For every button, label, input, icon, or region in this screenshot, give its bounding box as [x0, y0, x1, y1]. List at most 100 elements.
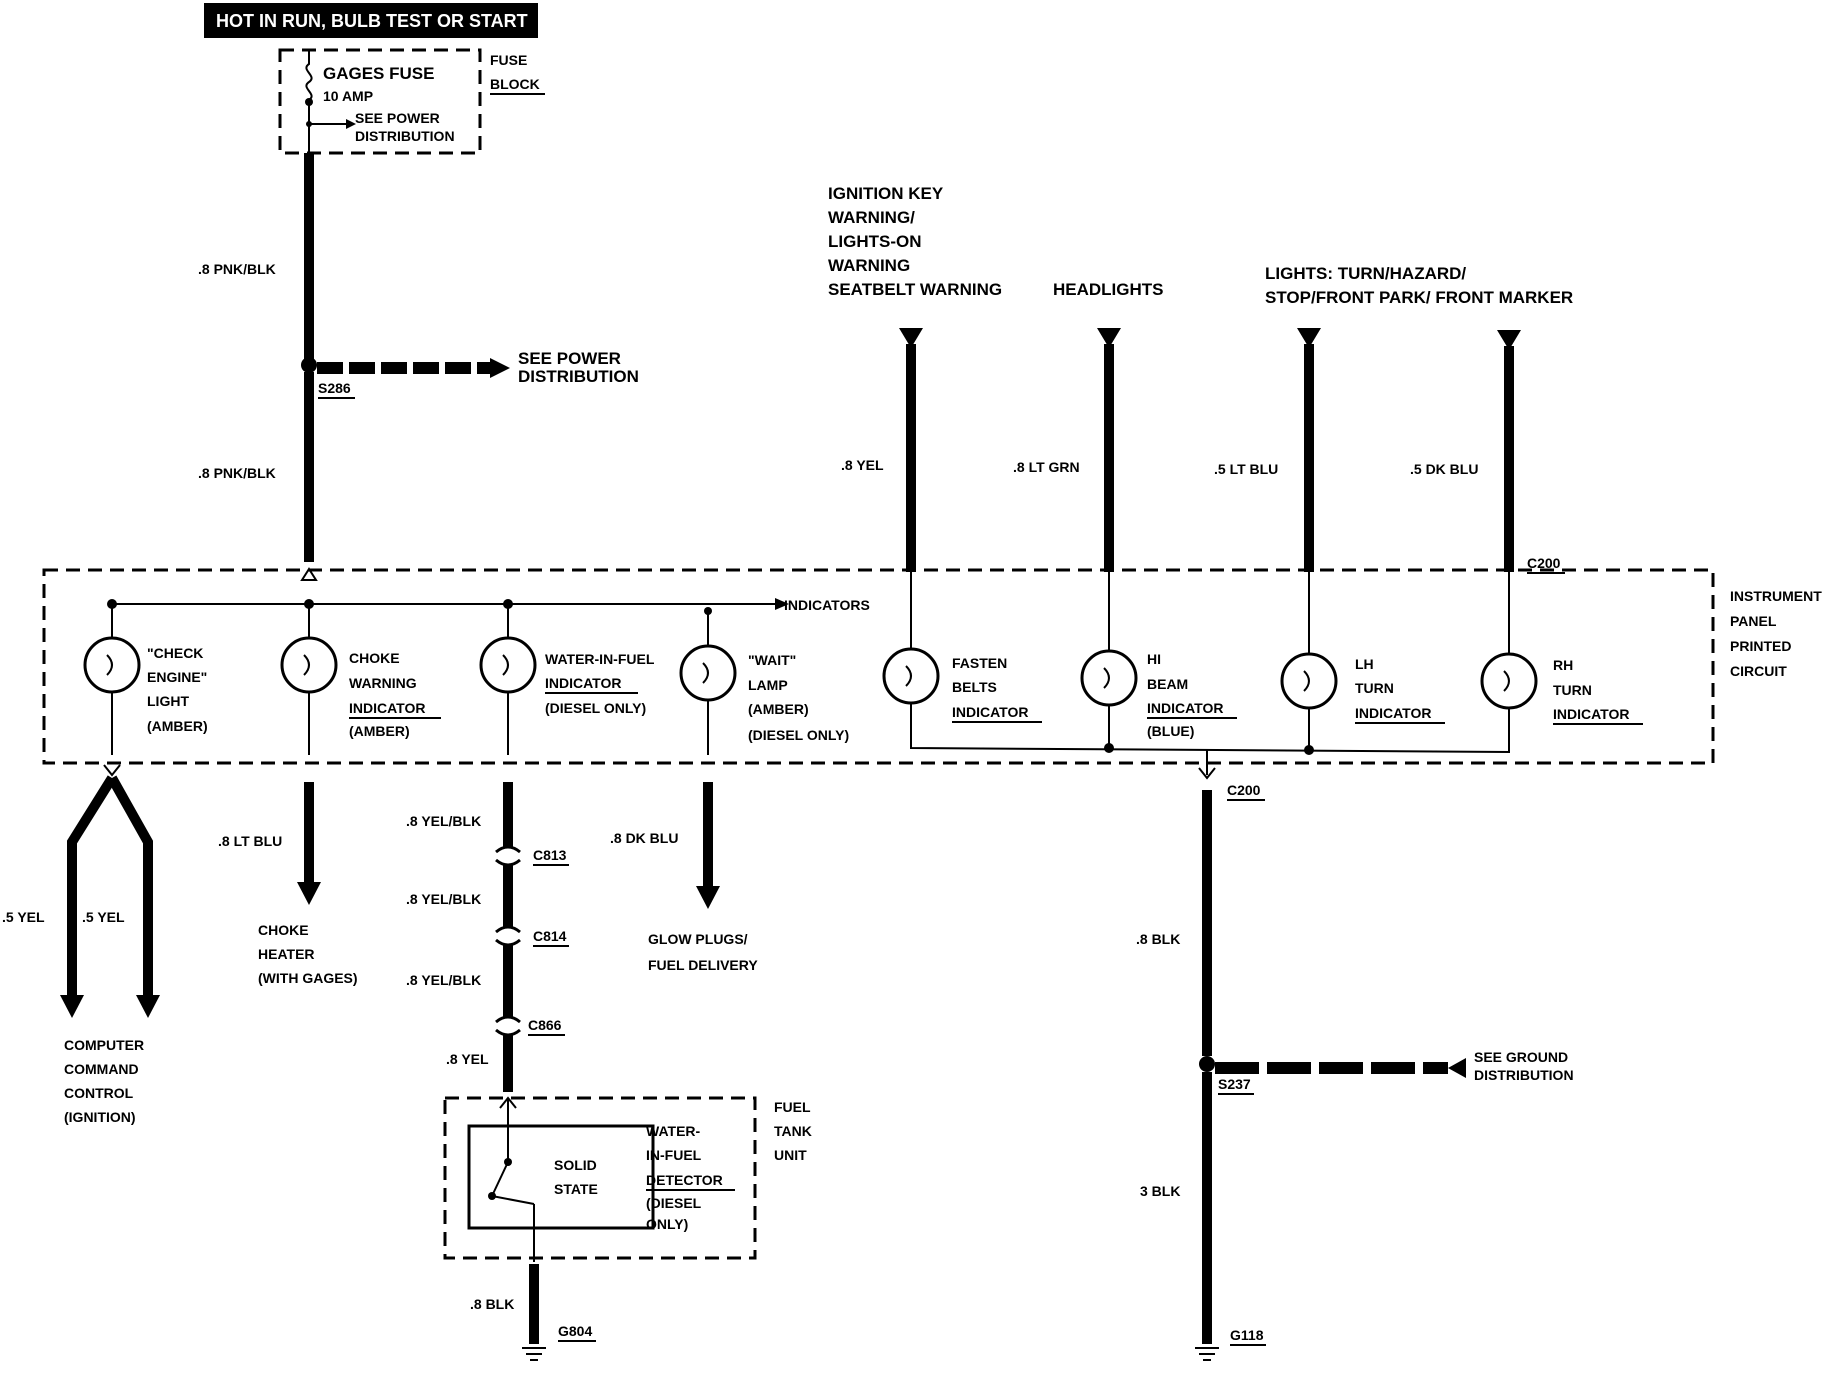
ign-label-1: IGNITION KEY: [828, 184, 944, 203]
wait-label-4: (DIESEL ONLY): [748, 727, 849, 743]
wif-wire-4-label: .8 YEL: [446, 1051, 489, 1067]
solid-state-label-1: SOLID: [554, 1157, 597, 1173]
ground-wire-a-label: .8 BLK: [1136, 931, 1180, 947]
choke-wire-label: .8 LT BLU: [218, 833, 282, 849]
fasten-belts-lamp: [882, 572, 940, 744]
choke-dest-label-2: HEATER: [258, 946, 315, 962]
ltgrn-wire-label: .8 LT GRN: [1013, 459, 1080, 475]
rh-turn-lamp: [1480, 572, 1538, 748]
detector-label-4: (DIESEL: [646, 1195, 702, 1211]
detector-label-2: IN-FUEL: [646, 1147, 702, 1163]
panel-label-4: CIRCUIT: [1730, 663, 1787, 679]
solid-state-box: [467, 1124, 655, 1230]
g118-label: G118: [1230, 1327, 1264, 1343]
check-engine-label-4: (AMBER): [147, 718, 208, 734]
wif-wire-3-label: .8 YEL/BLK: [406, 972, 481, 988]
power-dist-label-1: SEE POWER: [518, 349, 621, 368]
see-ground-arrow: [1448, 1058, 1466, 1078]
glow-dest-label-1: GLOW PLUGS/: [648, 931, 748, 947]
ccc-arrow-b: [136, 995, 160, 1018]
c200-top-label: C200: [1527, 555, 1561, 571]
panel-label-3: PRINTED: [1730, 638, 1791, 654]
lights-label-1: LIGHTS: TURN/HAZARD/: [1265, 264, 1466, 283]
splice-s286-label: S286: [318, 380, 351, 396]
instrument-panel-box: [42, 568, 1715, 765]
lh-label-2: TURN: [1355, 680, 1394, 696]
ground-g804-icon: [522, 1347, 546, 1361]
choke-warning-label-4: (AMBER): [349, 723, 410, 739]
c814-connector: [495, 925, 521, 947]
fuel-tank-unit-box: [443, 1096, 757, 1260]
check-engine-label-3: LIGHT: [147, 693, 189, 709]
panel-label-2: PANEL: [1730, 613, 1777, 629]
ground-bus: [910, 744, 1510, 754]
belts-label-1: FASTEN: [952, 655, 1007, 671]
hibeam-label-3: INDICATOR: [1147, 700, 1223, 716]
indicators-arrow: [775, 598, 789, 610]
hibeam-label-2: BEAM: [1147, 676, 1188, 692]
choke-warning-label-1: CHOKE: [349, 650, 400, 666]
ground-wire-b-label: 3 BLK: [1140, 1183, 1180, 1199]
ltblu-source-arrow: [1297, 328, 1321, 348]
ccc-label-1: COMPUTER: [64, 1037, 144, 1053]
choke-dest-label-1: CHOKE: [258, 922, 309, 938]
check-engine-label-2: ENGINE": [147, 669, 207, 685]
ign-label-3: LIGHTS-ON: [828, 232, 922, 251]
splice-s237-label: S237: [1218, 1076, 1251, 1092]
see-ground-label-2: DISTRIBUTION: [1474, 1067, 1574, 1083]
ccc-wire-a-label: .5 YEL: [2, 909, 45, 925]
rh-label-1: RH: [1553, 657, 1573, 673]
choke-arrow: [297, 882, 321, 905]
fuel-tank-label-1: FUEL: [774, 1099, 811, 1115]
indicators-label: INDICATORS: [784, 597, 870, 613]
choke-warning-label-3: INDICATOR: [349, 700, 425, 716]
wif-label-2: INDICATOR: [545, 675, 621, 691]
lh-turn-lamp: [1280, 572, 1338, 748]
wait-label-3: (AMBER): [748, 701, 809, 717]
fuse-block-label-2: BLOCK: [490, 76, 540, 92]
wait-lamp: [679, 611, 737, 755]
check-engine-label-1: "CHECK: [147, 645, 203, 661]
ccc-label-4: (IGNITION): [64, 1109, 136, 1125]
ground-g118-icon: [1195, 1347, 1219, 1361]
yel-source-arrow: [899, 328, 923, 348]
fuel-tank-label-2: TANK: [774, 1123, 812, 1139]
belts-label-2: BELTS: [952, 679, 997, 695]
c813-connector: [495, 845, 521, 867]
glow-arrow: [696, 886, 720, 909]
choke-warning-lamp: [280, 604, 338, 755]
hi-beam-lamp: [1080, 572, 1138, 748]
ccc-label-2: COMMAND: [64, 1061, 139, 1077]
see-ground-label-1: SEE GROUND: [1474, 1049, 1568, 1065]
c866-label: C866: [528, 1017, 562, 1033]
ign-label-2: WARNING/: [828, 208, 915, 227]
wait-label-1: "WAIT": [748, 652, 796, 668]
c814-label: C814: [533, 928, 567, 944]
wait-label-2: LAMP: [748, 677, 788, 693]
check-engine-lamp: [83, 604, 141, 777]
splice-s286: [301, 357, 317, 373]
water-in-fuel-lamp: [479, 604, 537, 755]
ltblu-wire-label: .5 LT BLU: [1214, 461, 1278, 477]
detector-label-3: DETECTOR: [646, 1172, 723, 1188]
fuse-see-power-1: SEE POWER: [355, 110, 440, 126]
tank-ground-wire-label: .8 BLK: [470, 1296, 514, 1312]
ccc-arrow-a: [60, 995, 84, 1018]
ccc-wire-b: [107, 775, 153, 995]
ccc-wire-b-label: .5 YEL: [82, 909, 125, 925]
hibeam-label-1: HI: [1147, 651, 1161, 667]
wif-label-3: (DIESEL ONLY): [545, 700, 646, 716]
power-dist-arrow: [490, 358, 510, 378]
choke-warning-label-2: WARNING: [349, 675, 417, 691]
rh-label-3: INDICATOR: [1553, 706, 1629, 722]
fuse-see-power-2: DISTRIBUTION: [355, 128, 455, 144]
ign-label-4: WARNING: [828, 256, 910, 275]
c866-connector: [495, 1015, 521, 1037]
rh-label-2: TURN: [1553, 682, 1592, 698]
hibeam-label-4: (BLUE): [1147, 723, 1194, 739]
power-dist-label-2: DISTRIBUTION: [518, 367, 639, 386]
solid-state-label-2: STATE: [554, 1181, 598, 1197]
glow-wire-label: .8 DK BLU: [610, 830, 678, 846]
wif-label-1: WATER-IN-FUEL: [545, 651, 655, 667]
